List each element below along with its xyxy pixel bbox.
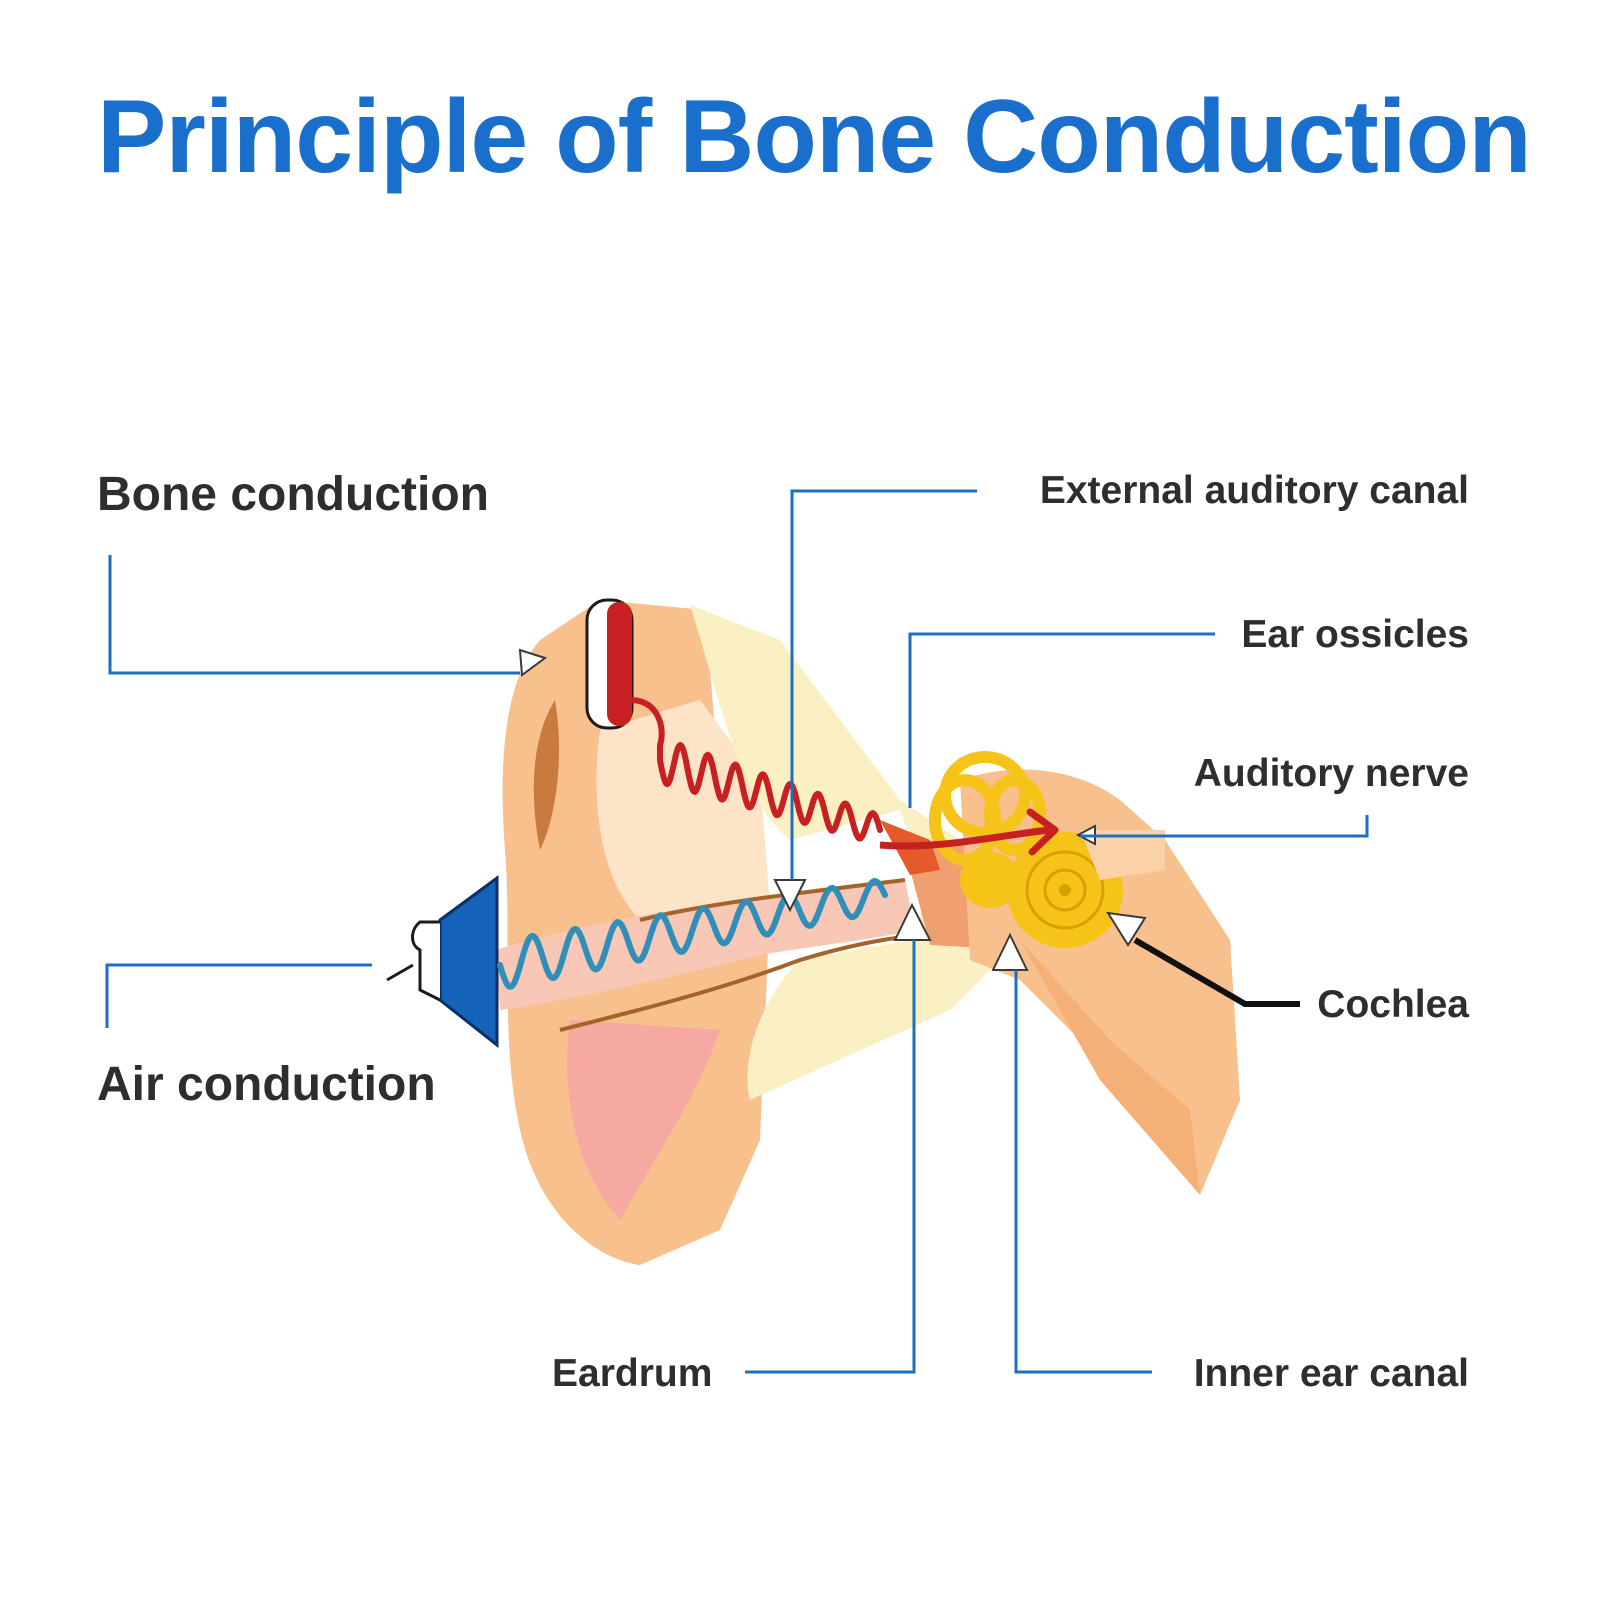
pinna-fold <box>533 700 560 850</box>
leader-eardrum <box>745 940 916 1374</box>
bone-conduction-pointer <box>518 648 548 677</box>
bone-conduction-arrowhead <box>1026 808 1059 856</box>
leader-inner-ear-canal <box>1014 970 1152 1374</box>
leader-external-auditory-canal <box>790 489 977 880</box>
inner-ear-tissue-fold <box>1020 940 1200 1195</box>
inner-ear-canal-pointer <box>991 932 1029 971</box>
label-eardrum: Eardrum <box>552 1352 713 1395</box>
temporal-bone <box>690 605 1010 1100</box>
label-auditory-nerve: Auditory nerve <box>1193 752 1469 795</box>
leader-auditory-nerve <box>1080 815 1369 838</box>
pinna-inner <box>596 700 770 920</box>
label-ear-ossicles: Ear ossicles <box>1241 613 1469 656</box>
leader-cochlea <box>1133 937 1300 1007</box>
bone-conduction-arrow <box>879 826 1051 850</box>
leader-bone-conduction <box>108 555 520 675</box>
pinna-lower-fold <box>567 1020 720 1220</box>
canal-pointer <box>773 879 807 913</box>
bone-conduction-wave <box>627 697 883 842</box>
canal-wall-bottom <box>559 933 916 1032</box>
air-conduction-wave <box>497 878 888 990</box>
cochlea-pointer <box>1106 911 1147 947</box>
ear-canal <box>495 880 915 1010</box>
label-bone-conduction: Bone conduction <box>97 468 489 521</box>
leader-air-conduction <box>105 963 372 1028</box>
air-conduction-speaker <box>386 875 499 1049</box>
label-inner-ear-canal: Inner ear canal <box>1193 1352 1469 1395</box>
label-external-auditory-canal: External auditory canal <box>1039 469 1469 512</box>
label-air-conduction: Air conduction <box>97 1058 436 1111</box>
vestibule <box>960 852 1020 908</box>
leader-ear-ossicles <box>908 632 1215 808</box>
auditory-nerve-shape <box>1080 830 1165 880</box>
bone-conduction-device <box>585 598 634 730</box>
page-title: Principle of Bone Conduction <box>97 79 1532 195</box>
label-cochlea: Cochlea <box>1317 983 1469 1026</box>
